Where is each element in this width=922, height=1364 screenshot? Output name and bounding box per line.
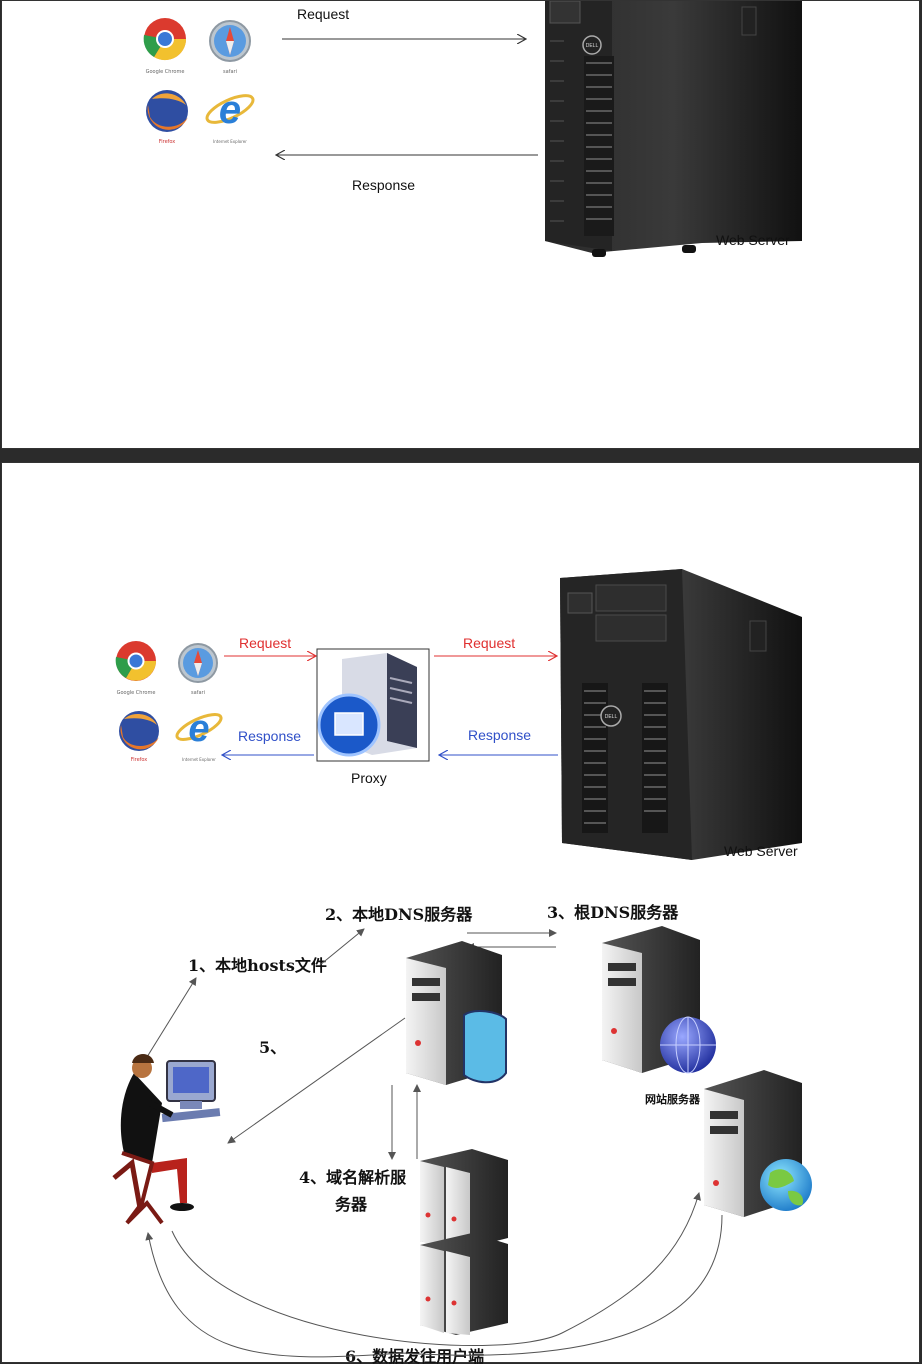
- step3-root-dns-label: 3、根DNS服务器: [547, 903, 679, 922]
- dell-logo-icon: [582, 35, 602, 55]
- browser-icons-2: Google Chrome safari Firefox e Internet …: [115, 641, 223, 763]
- web-server-label: Web Server: [716, 232, 790, 248]
- proxy-server-icon: [316, 648, 430, 762]
- proxy-dns-diagram: Google Chrome safari Firefox e Internet …: [112, 569, 812, 1364]
- step6-label: 6、数据发往用户端: [345, 1347, 484, 1364]
- chrome-label: Google Chrome: [117, 690, 156, 696]
- browser-icons: Google Chrome safari Firefox e Internet …: [143, 18, 255, 145]
- domain-resolver-servers-icon: [420, 1149, 508, 1335]
- firefox-icon: [146, 90, 188, 132]
- svg-text:e: e: [188, 708, 209, 750]
- svg-text:DELL: DELL: [586, 43, 599, 49]
- ie-icon: e: [205, 88, 255, 132]
- response-label-left: Response: [238, 728, 301, 744]
- arrow-user-to-website: [171, 1192, 701, 1347]
- firefox-icon: [119, 711, 159, 751]
- proxy-label: Proxy: [351, 770, 387, 786]
- request-label-left: Request: [239, 635, 291, 651]
- local-dns-server-icon: [406, 941, 507, 1085]
- step4-label-line2: 务器: [335, 1195, 368, 1214]
- ie-icon: e: [175, 708, 223, 750]
- user-at-computer-icon: [112, 1054, 221, 1225]
- web-server-tower: DELL: [545, 1, 802, 257]
- chrome-icon: [143, 18, 187, 61]
- safari-icon: [178, 643, 218, 683]
- step4-label-line1: 4、域名解析服: [299, 1168, 407, 1187]
- chrome-icon: [115, 641, 156, 681]
- arrow-website-to-user: [145, 1214, 723, 1358]
- safari-label: safari: [223, 69, 237, 75]
- arrow-user-to-hosts: [146, 977, 197, 1058]
- ie-label: Internet Explorer: [182, 757, 216, 762]
- safari-label: safari: [191, 690, 205, 696]
- arrow-hosts-to-local-dns: [319, 928, 365, 966]
- dell-logo-icon: [600, 705, 622, 727]
- chrome-label: Google Chrome: [146, 69, 185, 75]
- ie-label: Internet Explorer: [213, 139, 247, 144]
- basic-diagram: Google Chrome safari Firefox e Internet …: [143, 1, 802, 257]
- svg-text:DELL: DELL: [605, 714, 618, 720]
- step5-label: 5、: [259, 1038, 286, 1057]
- root-dns-server-icon: [602, 926, 716, 1074]
- proxy-and-dns-panel: Google Chrome safari Firefox e Internet …: [1, 462, 920, 1364]
- safari-icon: [209, 20, 251, 62]
- website-server-icon: [704, 1070, 812, 1217]
- request-label-right: Request: [463, 635, 515, 651]
- request-label: Request: [297, 6, 349, 22]
- step2-local-dns-label: 2、本地DNS服务器: [325, 905, 473, 924]
- firefox-label: Firefox: [159, 139, 176, 145]
- firefox-label: Firefox: [131, 757, 148, 763]
- basic-request-panel: Google Chrome safari Firefox e Internet …: [1, 0, 920, 449]
- response-label: Response: [352, 177, 415, 193]
- response-label-right: Response: [468, 727, 531, 743]
- web-server-tower-2: DELL: [560, 569, 802, 860]
- step1-hosts-file-label: 1、本地hosts文件: [188, 956, 327, 975]
- web-server-label-2: Web Server: [724, 843, 798, 859]
- website-server-label: 网站服务器: [645, 1092, 701, 1106]
- arrow-step5-to-user: [227, 1017, 406, 1144]
- svg-text:e: e: [219, 88, 241, 132]
